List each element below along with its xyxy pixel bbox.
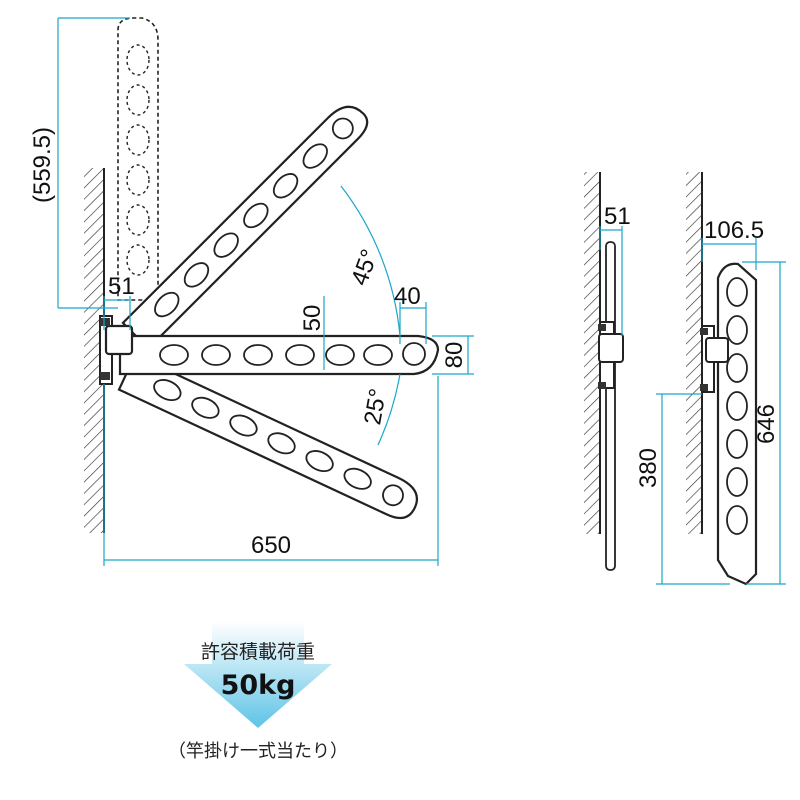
dim-folded-depth xyxy=(701,238,757,270)
arm-lowered-25 xyxy=(117,353,419,520)
capacity-title: 許容積載荷重 xyxy=(201,641,315,663)
down-angle-label: 25° xyxy=(359,386,392,426)
folded-arm xyxy=(700,262,758,586)
mount-height-label: 380 xyxy=(635,448,662,488)
dim-bracket-width xyxy=(103,296,131,330)
arm-length-label: 650 xyxy=(251,532,291,559)
dim-down-angle xyxy=(377,373,401,446)
stowed-height-label: (559.5) xyxy=(29,127,56,203)
tip-width-label: 40 xyxy=(394,283,421,310)
capacity-value: 50kg xyxy=(221,670,296,701)
dim-stowed-height xyxy=(57,17,130,309)
arm-height-label: 80 xyxy=(441,342,468,369)
side-pole-depth-label: 51 xyxy=(604,203,631,230)
pipe-offset-label: 50 xyxy=(299,305,326,332)
side-pole xyxy=(598,241,624,571)
load-capacity-block: 許容積載荷重 50kg （竿掛け一式当たり） xyxy=(168,622,348,762)
bracket-width-label: 51 xyxy=(108,273,135,300)
dim-arm-height xyxy=(432,335,474,375)
up-angle-label: 45° xyxy=(346,246,384,289)
stowed-arm-ghost xyxy=(117,17,159,301)
folded-depth-label: 106.5 xyxy=(704,217,764,244)
arm-raised-45 xyxy=(121,105,369,350)
dim-mount-height xyxy=(656,393,730,585)
side-wall xyxy=(584,172,601,534)
down-arrow-icon xyxy=(184,622,332,728)
dim-up-angle xyxy=(340,185,401,337)
wall-bracket xyxy=(99,315,134,385)
folded-wall xyxy=(686,172,703,534)
dim-arm-length xyxy=(103,376,439,566)
arm-horizontal xyxy=(118,334,440,376)
dim-tip-width xyxy=(399,302,427,344)
capacity-note: （竿掛け一式当たり） xyxy=(168,741,348,762)
dim-side-pole-depth xyxy=(599,226,623,336)
dim-folded-length xyxy=(742,261,786,585)
folded-length-label: 646 xyxy=(753,404,780,444)
